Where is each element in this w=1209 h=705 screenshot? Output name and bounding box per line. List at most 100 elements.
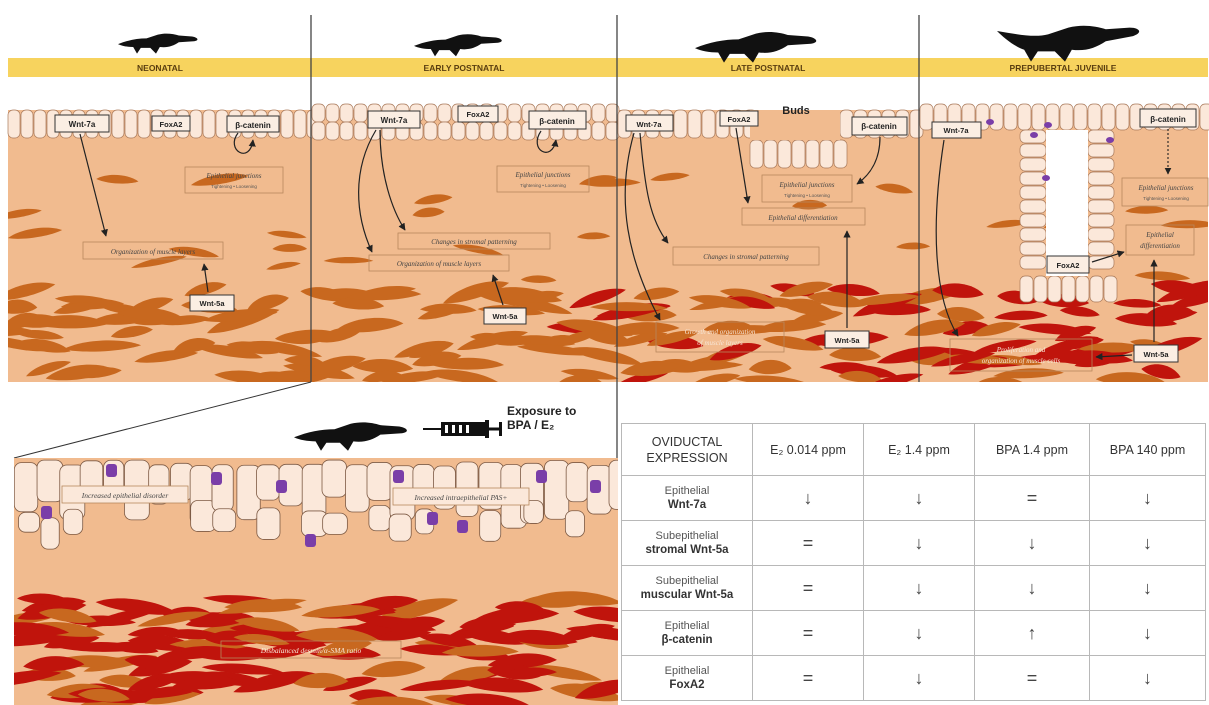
- header-line1: OVIDUCTAL: [622, 434, 752, 450]
- pas-inclusion: [1042, 175, 1050, 181]
- epithelial-cell: [424, 104, 437, 122]
- foxa2-label: FoxA2: [467, 110, 490, 119]
- epithelial-cell: [354, 104, 367, 122]
- epithelial-cell: [820, 140, 833, 168]
- bcatenin-label: β-catenin: [1150, 115, 1186, 124]
- epithelial-cell: [1090, 276, 1103, 302]
- epithelial-cell: [990, 104, 1003, 130]
- epithelial-cell: [312, 104, 325, 122]
- epithelial-cell: [1088, 158, 1114, 171]
- epithelial-cell: [326, 104, 339, 122]
- expression-table: OVIDUCTAL EXPRESSION E₂ 0.014 ppm E₂ 1.4…: [621, 423, 1206, 701]
- table-cell: ↓: [753, 476, 864, 521]
- table-cell: ↓: [1090, 566, 1206, 611]
- pas-inclusion: [986, 119, 994, 125]
- epithelial-cell: [1020, 242, 1046, 255]
- epithelial-cell: [438, 104, 451, 122]
- row-label-line1: Epithelial: [622, 619, 752, 633]
- junctions-label: Epithelial junctions: [205, 172, 261, 180]
- stage-label-early-postnatal: EARLY POSTNATAL: [424, 63, 505, 73]
- epithelial-cell: [1088, 186, 1114, 199]
- wnt5a-label: Wnt-5a: [200, 299, 226, 308]
- epithelial-cell: [389, 514, 411, 541]
- exposure-line1: Exposure to: [507, 404, 597, 418]
- epithelial-cell: [674, 110, 687, 138]
- epithelial-cell: [354, 122, 367, 140]
- column-header: E₂ 1.4 ppm: [864, 424, 975, 476]
- epithelial-cell: [340, 104, 353, 122]
- epithelial-cell: [1062, 276, 1075, 302]
- pas-inclusion: [590, 480, 601, 493]
- row-label-line2: FoxA2: [669, 679, 704, 691]
- junctions-label: Epithelial junctions: [778, 181, 834, 189]
- epithelial-cell: [1088, 200, 1114, 213]
- bcatenin-label: β-catenin: [539, 117, 575, 126]
- epithelial-cell: [37, 460, 63, 502]
- epithelial-cell: [1020, 144, 1046, 157]
- epithelial-cell: [18, 512, 39, 532]
- foxa2-label: FoxA2: [1057, 261, 1080, 270]
- epithelial-cell: [340, 122, 353, 140]
- row-label-line1: Subepithelial: [622, 574, 752, 588]
- epithelial-cell: [480, 510, 501, 541]
- row-label: Subepithelialmuscular Wnt-5a: [622, 566, 753, 611]
- epithelial-cell: [1088, 242, 1114, 255]
- tightening-label: Tightening • Loosening: [520, 183, 566, 188]
- table-cell: ↓: [1090, 656, 1206, 701]
- epithelial-cell: [367, 462, 392, 500]
- epithelial-cell: [1088, 214, 1114, 227]
- epithelial-cell: [212, 465, 233, 512]
- table-cell: ↓: [864, 611, 975, 656]
- row-label: Epithelialβ-catenin: [622, 611, 753, 656]
- epithelial-cell: [257, 508, 280, 540]
- pas-inclusion: [393, 470, 404, 483]
- pas-inclusion: [457, 520, 468, 533]
- epithelial-cell: [920, 104, 933, 130]
- alligator-icon: [294, 422, 407, 450]
- table-cell: ↓: [975, 521, 1090, 566]
- gland-lumen: [1046, 130, 1088, 276]
- epithelial-cell: [294, 110, 306, 138]
- table-cell: ↓: [1090, 611, 1206, 656]
- tightening-label: Tightening • Loosening: [211, 184, 257, 189]
- epithelial-cell: [1060, 104, 1073, 130]
- column-header: E₂ 0.014 ppm: [753, 424, 864, 476]
- epithelial-cell: [1116, 104, 1129, 130]
- pas-inclusion: [211, 472, 222, 485]
- epithelial-cell: [565, 511, 584, 537]
- row-label: EpithelialWnt-7a: [622, 476, 753, 521]
- table-cell: =: [753, 611, 864, 656]
- epithelial-cell: [834, 140, 847, 168]
- table-cell: ↓: [975, 566, 1090, 611]
- pas-inclusion: [305, 534, 316, 547]
- proliferation-label-line1: Proliferation and: [996, 346, 1046, 354]
- wnt7a-label: Wnt-7a: [381, 116, 408, 125]
- stromal-patterning-label: Changes in stromal patterning: [431, 238, 517, 246]
- pas-inclusion: [1030, 132, 1038, 138]
- table-cell: =: [753, 521, 864, 566]
- wnt7a-label: Wnt-7a: [944, 126, 970, 135]
- column-header: BPA 140 ppm: [1090, 424, 1206, 476]
- muscle-organization-label: Organization of muscle layers: [397, 260, 482, 268]
- epithelial-cell: [508, 122, 521, 140]
- row-label-line2: Wnt-7a: [668, 499, 706, 511]
- row-label-line2: stromal Wnt-5a: [645, 544, 728, 556]
- wnt5a-label: Wnt-5a: [835, 336, 861, 345]
- epithelial-cell: [764, 140, 777, 168]
- growth-label-line2: of muscle layers: [697, 339, 743, 347]
- epithelial-cell: [1088, 256, 1114, 269]
- epithelial-cell: [494, 122, 507, 140]
- epithelial-cell: [281, 110, 293, 138]
- epithelial-cell: [1020, 186, 1046, 199]
- column-header: BPA 1.4 ppm: [975, 424, 1090, 476]
- epithelial-cell: [840, 110, 853, 138]
- row-label-line1: Epithelial: [622, 484, 752, 498]
- epithelial-differentiation-line1: Epithelial: [1145, 231, 1174, 239]
- row-label-line2: muscular Wnt-5a: [641, 589, 734, 601]
- table-cell: ↓: [864, 656, 975, 701]
- epithelial-cell: [806, 140, 819, 168]
- wnt5a-label: Wnt-5a: [493, 312, 519, 321]
- wnt7a-label: Wnt-7a: [637, 120, 663, 129]
- table-row: EpithelialWnt-7a ↓ ↓ = ↓: [622, 476, 1206, 521]
